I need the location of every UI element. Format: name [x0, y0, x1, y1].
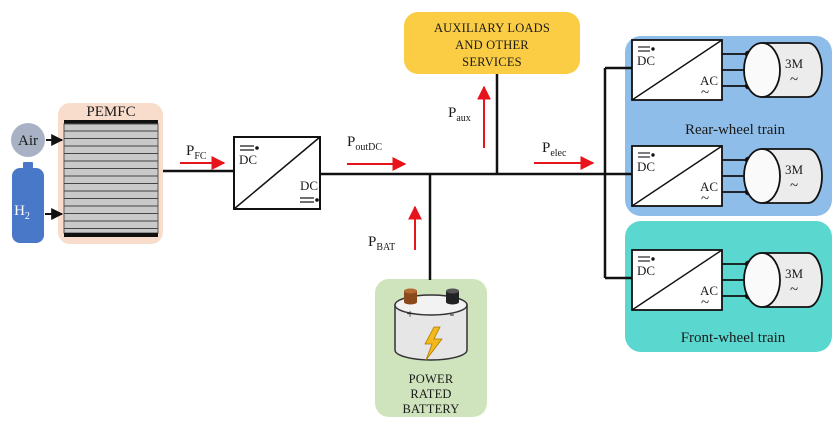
rear-train-label: Rear-wheel train: [685, 122, 786, 138]
converter-bottom-label: DC: [300, 178, 318, 193]
p-bat-flow: PBAT: [368, 205, 422, 253]
battery-line-1: POWER: [409, 372, 454, 386]
h2-label: H2: [14, 203, 30, 222]
inverter-ac-wave: ~: [701, 191, 709, 207]
converter-top-label: DC: [239, 152, 257, 167]
motor-face: [743, 42, 781, 98]
inverter-dc-label: DC: [637, 263, 655, 278]
air-input: Air: [11, 123, 64, 157]
inverter-ac-wave: ~: [701, 295, 709, 311]
aux-line-2: AND OTHER: [455, 38, 529, 52]
battery-line-3: BATTERY: [403, 402, 460, 416]
auxiliary-loads: AUXILIARY LOADS AND OTHER SERVICES: [434, 21, 550, 69]
auxiliary-panel: [404, 12, 580, 74]
battery: + - POWER RATED BATTERY: [394, 288, 468, 416]
p-elec-label: Pelec: [542, 140, 567, 159]
air-label: Air: [18, 133, 38, 149]
inverter-ac-label: AC: [700, 283, 718, 298]
aux-line-1: AUXILIARY LOADS: [434, 21, 550, 35]
front-train-label: Front-wheel train: [681, 330, 786, 346]
inverter-ac-wave: ~: [701, 85, 709, 101]
motor-face: [743, 252, 781, 308]
motor-wave: ~: [790, 282, 798, 298]
inverter-ac-label: AC: [700, 179, 718, 194]
lightning-icon: [424, 326, 443, 361]
motor-label: 3M: [785, 266, 804, 281]
p-outdc-flow: PoutDC: [347, 134, 407, 171]
p-fc-label: PFC: [186, 143, 207, 162]
pemfc-label: PEMFC: [86, 104, 135, 120]
pemfc-stack: PEMFC: [63, 104, 159, 237]
motor-face: [743, 148, 781, 204]
dc-dc-converter: DC DC: [233, 136, 321, 210]
battery-plus: +: [406, 306, 413, 321]
battery-minus: -: [450, 307, 455, 322]
p-elec-flow: Pelec: [534, 140, 595, 170]
motor-wave: ~: [790, 72, 798, 88]
inverter-dc-label: DC: [637, 159, 655, 174]
battery-line-2: RATED: [410, 387, 451, 401]
motor-label: 3M: [785, 56, 804, 71]
p-bat-label: PBAT: [368, 234, 395, 253]
p-outdc-label: PoutDC: [347, 134, 382, 153]
inverter-dc-label: DC: [637, 53, 655, 68]
inverter-ac-label: AC: [700, 73, 718, 88]
aux-line-3: SERVICES: [462, 55, 522, 69]
motor-label: 3M: [785, 162, 804, 177]
main-bus: [163, 66, 632, 280]
hydrogen-tank: H2: [12, 162, 64, 243]
p-aux-label: Paux: [448, 105, 471, 124]
motor-wave: ~: [790, 178, 798, 194]
p-aux-flow: Paux: [448, 85, 491, 148]
p-fc-flow: PFC: [180, 143, 226, 170]
